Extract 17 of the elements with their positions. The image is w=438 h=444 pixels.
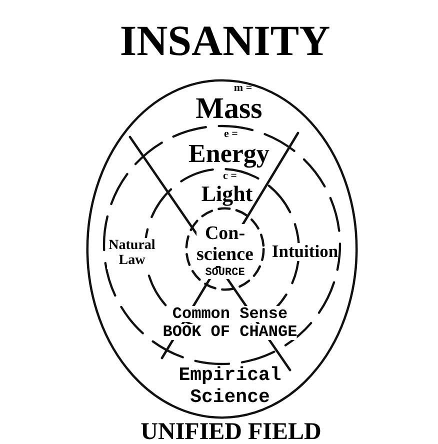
title: INSANITY	[120, 20, 330, 63]
circle-label: Natural Law	[107, 238, 157, 269]
circle-label: Con- science	[196, 224, 254, 266]
circle-label: Light	[201, 183, 253, 205]
circle-label: Common Sense	[172, 306, 288, 322]
circle-label: Intuition	[272, 243, 338, 260]
circle-label: Energy	[188, 141, 270, 167]
caption: UNIFIED FIELD	[140, 420, 322, 444]
outer-circle	[86, 79, 358, 419]
formula-label: c =	[223, 171, 237, 182]
sub-label: SOURCE	[205, 268, 245, 279]
formula-label: e =	[224, 129, 238, 140]
circle-label: Empirical Science	[178, 365, 282, 409]
circle-label: BOOK OF CHANGE	[162, 324, 298, 340]
circle-label: Mass	[196, 94, 262, 124]
dashed-circle	[185, 207, 265, 291]
formula-label: m =	[234, 83, 252, 94]
